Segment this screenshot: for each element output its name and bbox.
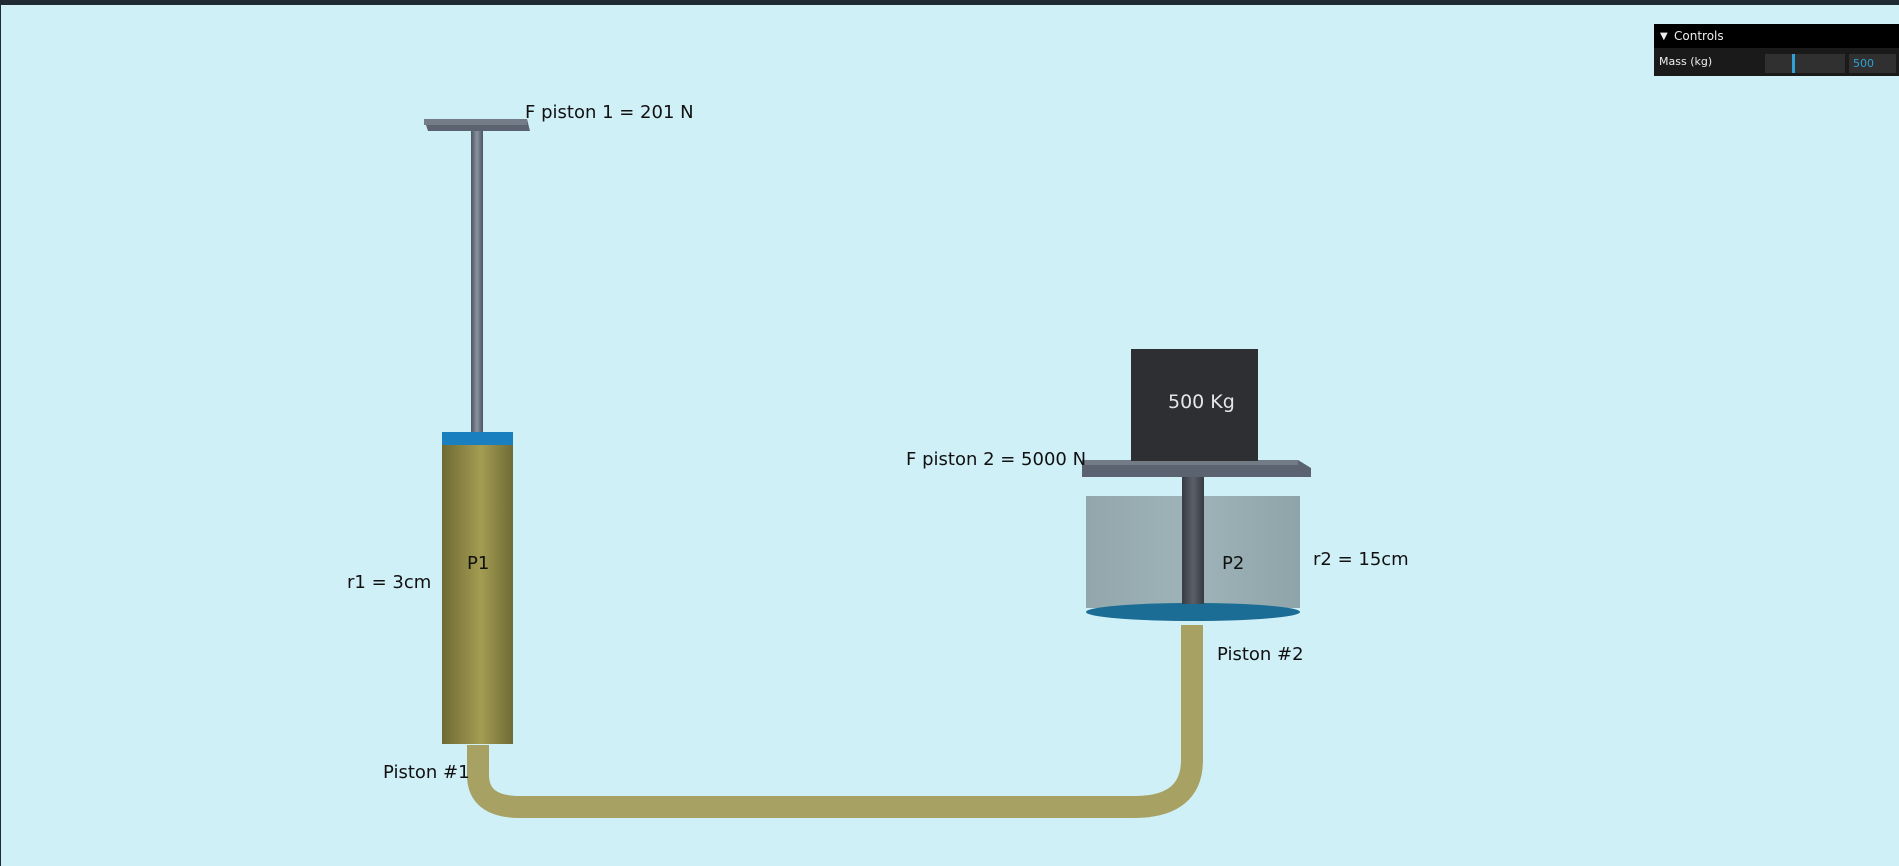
mass-control-label: Mass (kg) [1659, 55, 1713, 68]
f-piston1-label: F piston 1 = 201 N [525, 102, 694, 123]
connecting-pipe [467, 625, 1203, 818]
piston2-label: Piston #2 [1217, 644, 1304, 665]
piston1-handle-top [424, 119, 527, 125]
window-top-border [0, 0, 1899, 5]
mass-value-input[interactable] [1849, 54, 1896, 73]
p1-label: P1 [467, 553, 489, 574]
r2-label: r2 = 15cm [1313, 549, 1409, 570]
r1-label: r1 = 3cm [347, 572, 431, 593]
chevron-down-icon: ▼ [1660, 30, 1668, 42]
p2-label: P2 [1222, 553, 1244, 574]
piston1-fluid-cap [442, 432, 513, 445]
controls-title: Controls [1674, 29, 1724, 43]
piston1-cylinder [442, 432, 513, 744]
controls-panel: ▼ Controls Mass (kg) [1654, 24, 1899, 76]
piston2-platform-top [1082, 460, 1298, 465]
piston1-label: Piston #1 [383, 762, 470, 783]
piston1-rod [471, 131, 483, 432]
mass-slider[interactable] [1765, 54, 1845, 73]
piston2-fluid-base [1086, 603, 1300, 621]
f-piston2-label: F piston 2 = 5000 N [906, 449, 1086, 470]
window-left-border [0, 0, 1, 866]
piston2-rod [1182, 474, 1204, 604]
mass-block [1131, 349, 1258, 461]
mass-block-label: 500 Kg [1168, 391, 1235, 413]
mass-control-row: Mass (kg) [1654, 48, 1899, 76]
controls-panel-header[interactable]: ▼ Controls [1654, 24, 1899, 48]
mass-slider-fill [1792, 54, 1795, 73]
